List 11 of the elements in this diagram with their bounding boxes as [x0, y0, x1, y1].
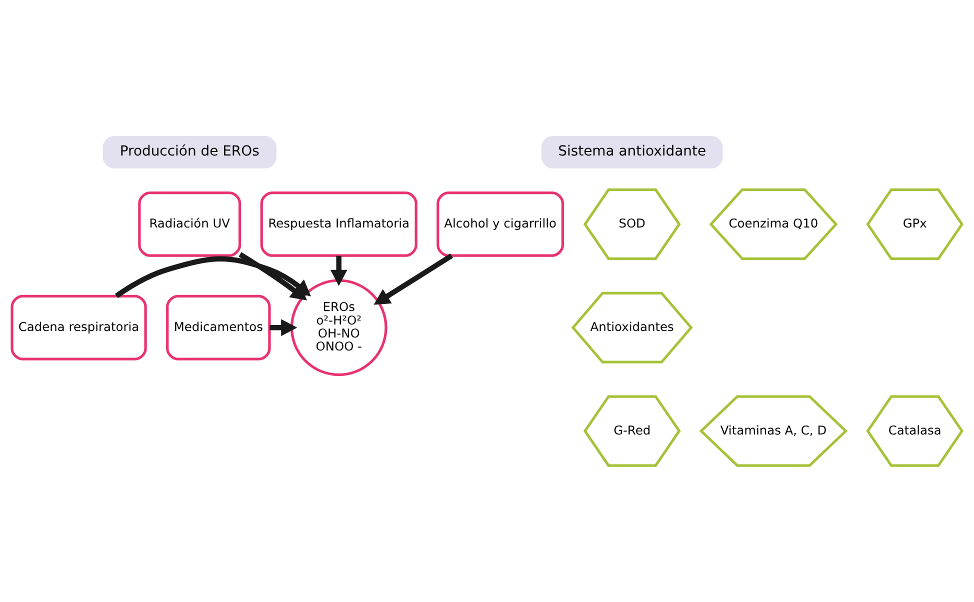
node-box: Alcohol y cigarrillo	[436, 191, 564, 257]
node-box: Producción de EROs	[102, 136, 276, 168]
node-box: Respuesta Inflamatoria	[260, 191, 418, 257]
arrow	[374, 254, 454, 305]
arrow	[114, 256, 311, 298]
node-box: Medicamentos	[166, 294, 271, 360]
arrow	[270, 319, 298, 336]
arrow	[330, 256, 348, 286]
node-box: Radiación UV	[138, 191, 242, 257]
node-box: Cadena respiratoria	[10, 294, 147, 360]
node-box: Sistema antioxidante	[541, 136, 723, 168]
